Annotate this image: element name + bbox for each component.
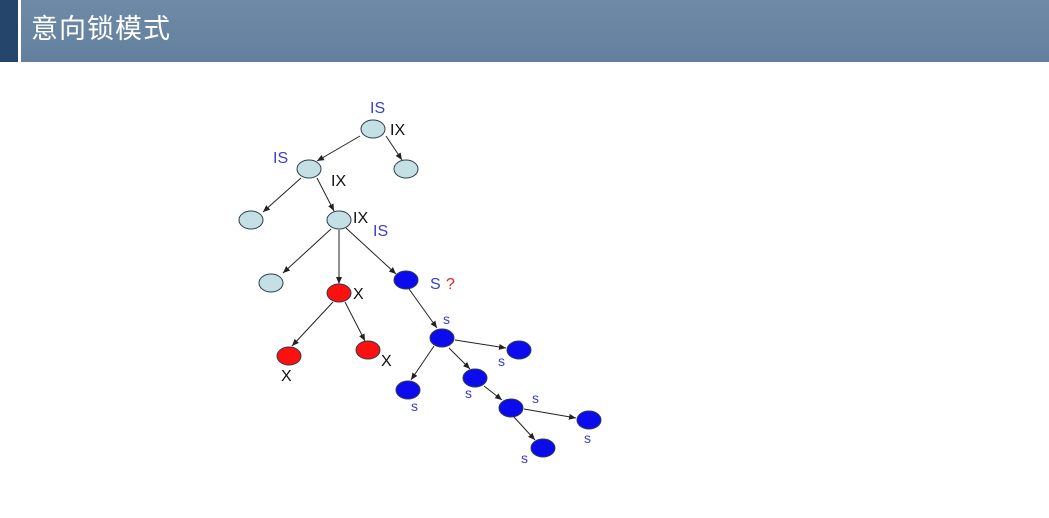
node-blue-mid	[462, 368, 488, 388]
node-red-left	[276, 346, 302, 366]
edge-red-top-to-red-left	[291, 301, 334, 347]
node-l1	[296, 159, 322, 179]
edge-l1-to-l2	[316, 177, 335, 212]
lock-labels: IS IX IS IX IX IS X X X S ? s s s s s s …	[273, 100, 591, 466]
label-blue-top-s: S	[430, 276, 441, 293]
node-blue-left-bottom	[395, 380, 421, 400]
node-red-top	[326, 283, 352, 303]
label-s-mid: s	[465, 385, 472, 401]
edge-l1-to-l2-left	[262, 177, 302, 213]
edge-blue-main-to-left-bottom	[410, 345, 435, 381]
label-s-bottom: s	[521, 450, 528, 466]
node-blue-deep	[498, 398, 524, 418]
header-divider	[18, 0, 21, 62]
tree-nodes	[238, 119, 602, 458]
node-blue-top	[393, 270, 419, 290]
node-blue-right1	[506, 340, 532, 360]
label-root-ix: IX	[390, 122, 405, 139]
tree-edges	[262, 135, 577, 441]
node-root	[360, 119, 386, 139]
label-s-right1: s	[498, 353, 505, 369]
node-blue-bottom	[530, 438, 556, 458]
label-question-mark: ?	[446, 276, 455, 293]
edge-l2-to-l3-left	[282, 228, 332, 274]
node-blue-right-deep	[576, 410, 602, 430]
slide-header: 意向锁模式	[0, 0, 1049, 62]
label-root-is: IS	[370, 100, 385, 117]
node-l2	[326, 210, 352, 230]
edge-root-to-root-right	[385, 135, 403, 161]
edge-blue-main-to-mid	[448, 347, 471, 370]
edge-red-top-to-red-right	[344, 301, 366, 342]
label-s-right-deep: s	[584, 430, 591, 446]
label-l2-ix: IX	[353, 210, 368, 227]
label-l2-is: IS	[373, 223, 388, 240]
node-red-right	[355, 340, 381, 360]
label-s-left-bottom: s	[411, 398, 418, 414]
node-l2-left	[238, 210, 264, 230]
edge-blue-main-to-right1	[454, 339, 507, 350]
label-red-top-x: X	[353, 286, 364, 303]
label-red-left-x: X	[281, 368, 292, 385]
slide-title: 意向锁模式	[31, 14, 171, 45]
edge-blue-top-to-blue-main	[408, 288, 438, 329]
label-l1-is: IS	[273, 150, 288, 167]
label-red-right-x: X	[381, 353, 392, 370]
node-l3-left	[258, 273, 284, 293]
edge-deep-to-right-deep	[523, 408, 577, 420]
label-l1-ix: IX	[331, 173, 346, 190]
node-root-right	[393, 159, 419, 179]
edge-l2-to-blue-top	[345, 227, 397, 275]
edge-mid-to-deep	[483, 385, 503, 401]
edge-deep-to-bottom	[513, 416, 536, 441]
label-s-main: s	[443, 311, 450, 327]
node-blue-main	[429, 328, 455, 348]
header-accent-bar	[0, 0, 18, 62]
edge-root-to-l1	[316, 135, 361, 162]
label-s-deep: s	[532, 390, 539, 406]
